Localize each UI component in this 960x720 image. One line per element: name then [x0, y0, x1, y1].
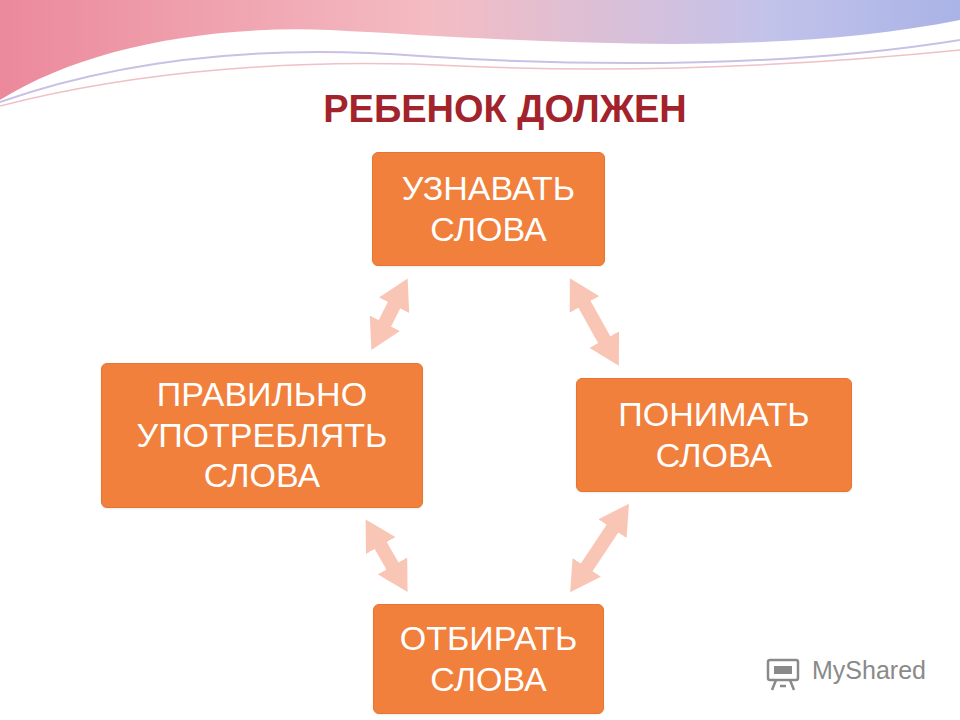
double-arrow: [379, 542, 395, 569]
box-label: ОТБИРАТЬ СЛОВА: [388, 618, 589, 700]
watermark-icon: [768, 660, 798, 690]
process-box: ПРАВИЛЬНО УПОТРЕБЛЯТЬ СЛОВА: [101, 363, 423, 508]
double-arrow: [383, 302, 396, 327]
double-arrow: [583, 301, 607, 343]
box-label: ПОНИМАТЬ СЛОВА: [591, 394, 837, 476]
double-arrow: [585, 525, 615, 570]
process-box: УЗНАВАТЬ СЛОВА: [372, 152, 605, 266]
slide-title: РЕБЕНОК ДОЛЖЕН: [200, 88, 810, 131]
watermark: MyShared: [812, 656, 926, 685]
box-label: ПРАВИЛЬНО УПОТРЕБЛЯТЬ СЛОВА: [116, 374, 408, 496]
process-box: ОТБИРАТЬ СЛОВА: [373, 604, 604, 714]
box-label: УЗНАВАТЬ СЛОВА: [387, 168, 590, 250]
process-box: ПОНИМАТЬ СЛОВА: [576, 378, 852, 492]
